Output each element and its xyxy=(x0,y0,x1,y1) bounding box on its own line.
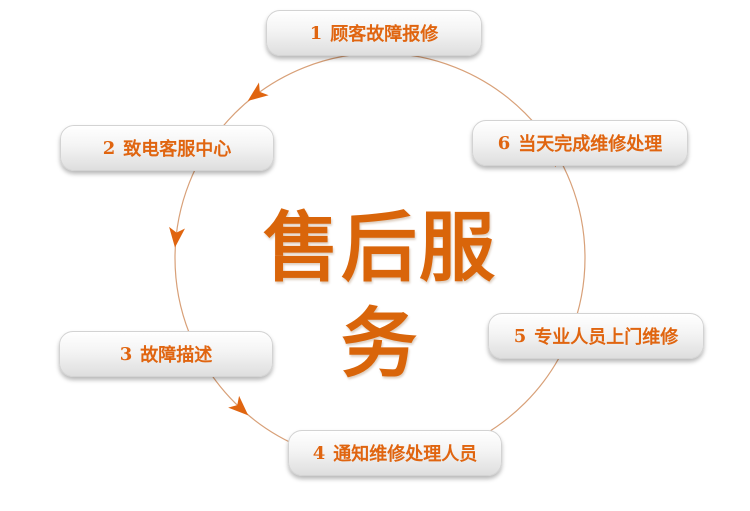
step-label: 致电客服中心 xyxy=(123,139,232,160)
arrowhead-icon xyxy=(228,395,249,416)
step-number: 3 xyxy=(119,343,133,365)
arrowhead-icon xyxy=(247,82,269,101)
step-number: 4 xyxy=(312,442,326,464)
step-number: 2 xyxy=(102,137,116,159)
step-label: 通知维修处理人员 xyxy=(333,444,478,465)
arrowhead-icon xyxy=(169,226,185,248)
center-title: 售后服务 xyxy=(263,203,497,388)
step-6-same-day-completion: 6 当天完成维修处理 xyxy=(472,120,688,166)
step-label: 专业人员上门维修 xyxy=(534,327,679,348)
step-number: 5 xyxy=(513,325,527,347)
step-label: 顾客故障报修 xyxy=(330,24,439,45)
step-label: 故障描述 xyxy=(140,345,213,366)
step-1-customer-report: 1 顾客故障报修 xyxy=(266,10,482,56)
step-number: 1 xyxy=(309,22,323,44)
step-number: 6 xyxy=(497,132,511,154)
step-label: 当天完成维修处理 xyxy=(518,134,663,155)
step-2-call-service-center: 2 致电客服中心 xyxy=(60,125,274,171)
step-5-onsite-repair: 5 专业人员上门维修 xyxy=(488,313,704,359)
step-4-notify-technician: 4 通知维修处理人员 xyxy=(288,430,502,476)
step-3-fault-description: 3 故障描述 xyxy=(59,331,273,377)
